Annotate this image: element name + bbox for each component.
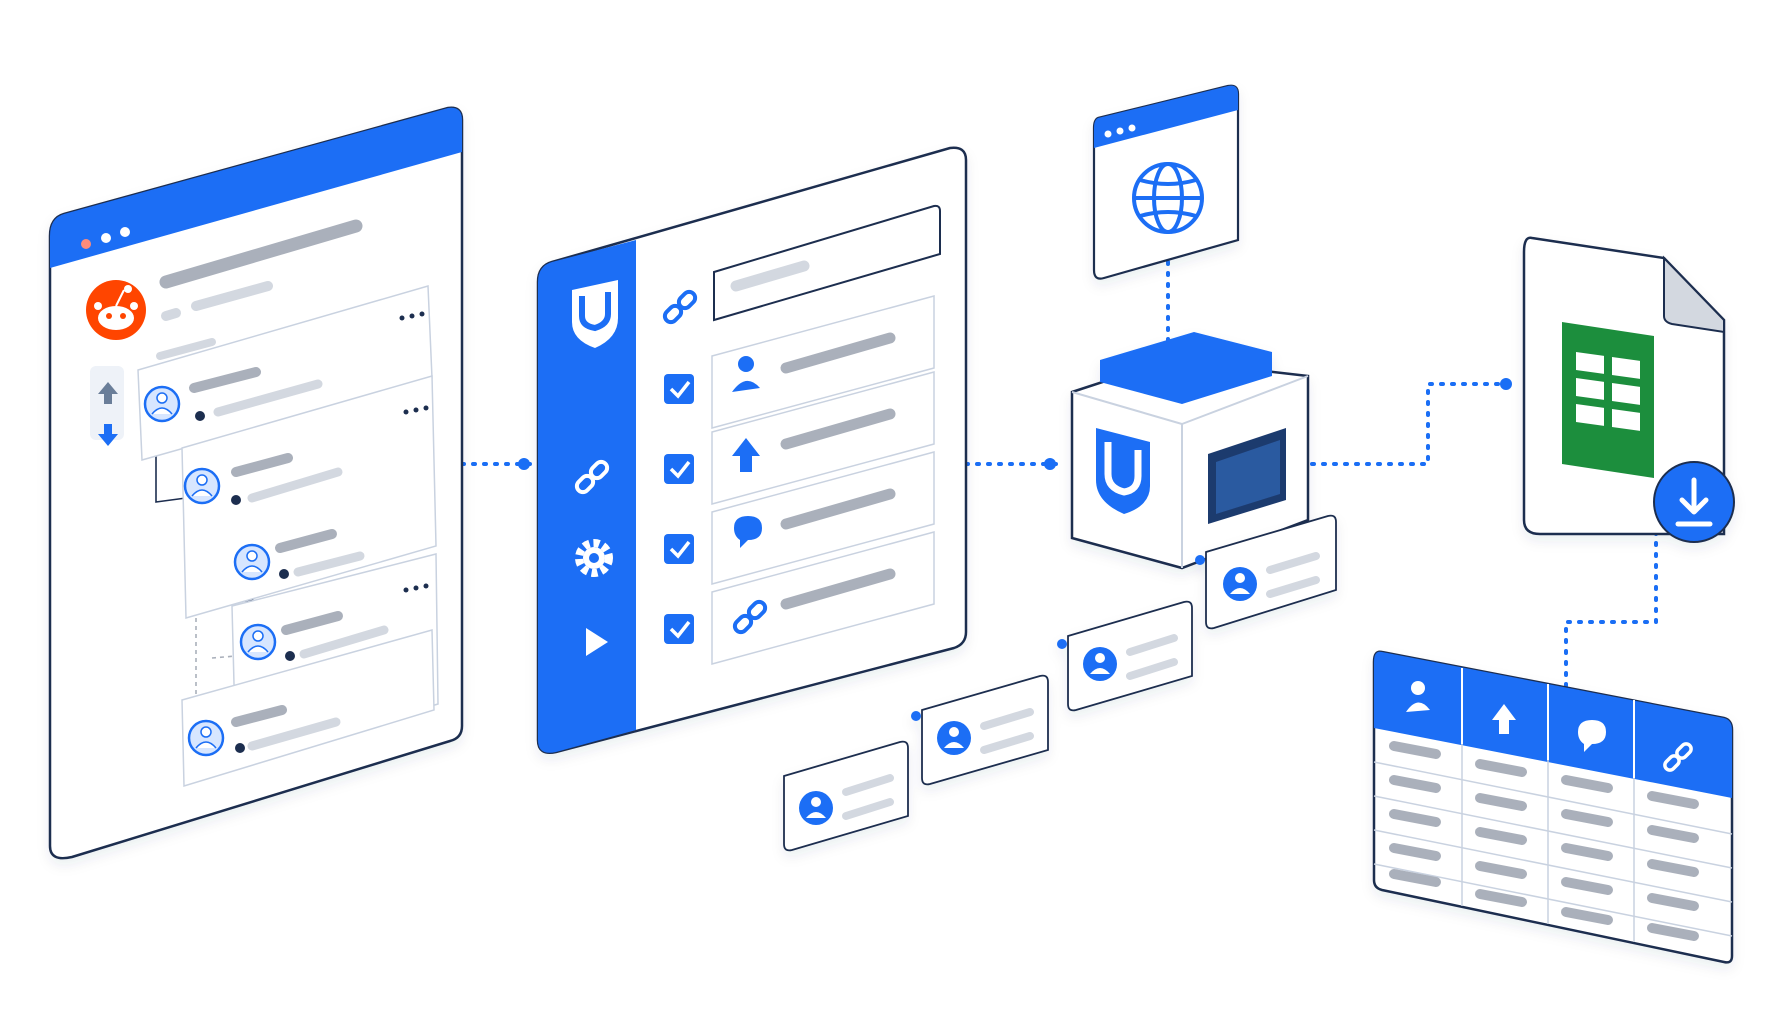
web-source-window [1092,84,1240,280]
user-avatar-icon [143,385,181,423]
record-chain-links [911,555,1205,721]
upvote-arrow-icon [732,438,760,472]
post-meta-bar [191,281,273,311]
window-titlebar [50,107,462,268]
post-subline [156,338,216,360]
field-row-upvotes[interactable] [664,371,935,505]
scraper-config-window [536,146,968,754]
window-dot [101,233,111,243]
spreadsheet-file [1522,236,1735,543]
user-avatar-icon [1083,647,1117,681]
table-grid [1373,744,1733,942]
header-user-icon [1406,681,1430,712]
comment-card-5 [181,629,435,788]
globe-icon [1132,162,1204,234]
user-avatar-icon [183,467,221,505]
more-options-icon [399,311,425,321]
output-record-card [783,740,909,852]
reddit-thread-window [48,106,464,860]
output-record-card [1205,514,1337,630]
user-avatar-icon [233,543,271,581]
field-row-comments[interactable] [664,451,935,585]
machine-lid [1100,332,1272,404]
header-upvote-arrow-icon [1492,704,1516,734]
user-icon [732,356,760,392]
shield-u-icon [572,280,618,348]
field-checkbox [664,614,694,644]
comment-card-3 [233,529,365,581]
reddit-alien-icon [86,280,146,340]
sidebar-gear-icon[interactable] [575,539,613,577]
file-fold [1663,255,1725,334]
sidebar-play-icon[interactable] [586,628,608,656]
more-options-icon [403,583,429,593]
field-row-link[interactable] [664,531,935,665]
user-avatar-icon [937,721,971,755]
table-header [1374,651,1732,798]
comment-card-1 [137,285,433,461]
post-title-bar [159,219,363,289]
upvote-arrow-icon [98,382,118,404]
downvote-arrow-icon [98,424,118,446]
vote-widget [90,366,124,446]
header-comment-bubble-icon [1578,720,1606,752]
table-cells [1389,741,1699,941]
field-checkbox [664,534,694,564]
connector-sheet-to-table [1564,530,1658,690]
field-checkbox [664,374,694,404]
header-link-icon [1663,742,1693,772]
config-sidebar [538,240,636,753]
result-table [1372,650,1734,964]
field-row-user[interactable] [664,295,935,429]
output-record-card [921,674,1049,786]
user-avatar-icon [239,623,277,661]
sidebar-link-icon[interactable] [574,459,610,495]
field-checkbox [664,454,694,484]
output-slot-inner [1216,440,1280,514]
post-meta-bar [161,308,181,321]
window-dot-red [81,239,91,249]
window-dot [120,227,130,237]
google-sheets-icon [1562,322,1654,478]
output-records [783,514,1337,852]
output-record-card [1067,600,1193,712]
user-avatar-icon [187,719,225,757]
user-avatar-icon [1223,567,1257,601]
processing-machine [1070,332,1310,570]
connector-box-to-sheet [1310,382,1508,466]
download-arrow-icon[interactable] [1653,461,1735,543]
url-link-icon [662,289,698,325]
comment-bubble-icon [734,516,762,548]
more-options-icon [403,405,429,415]
user-avatar-icon [799,791,833,825]
url-input-field[interactable] [713,204,941,322]
link-icon [732,599,768,635]
shield-u-icon [1096,428,1150,514]
